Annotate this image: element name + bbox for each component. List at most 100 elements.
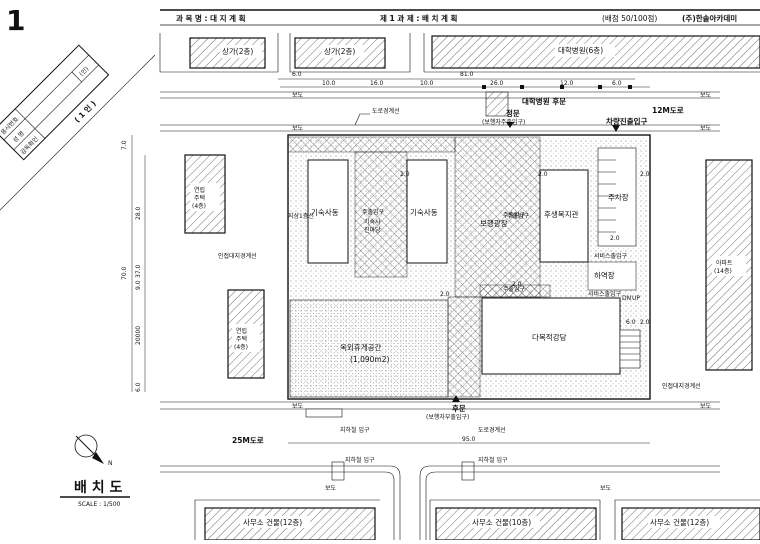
dim-inner-2c: 2.0 [512, 281, 522, 288]
subject-label: 과 목 명 : 대 지 계 획 [176, 13, 246, 23]
hospital-gate-label: 대학병원 후문 [522, 96, 566, 106]
hospital-label: 대학병원(6층) [558, 45, 603, 55]
dorm-1-label: 기숙사동 [311, 208, 339, 217]
hospital-building [431, 35, 760, 69]
dim-r-2a: 2.0 [640, 171, 650, 178]
dim-left-9: 9.0 [135, 280, 142, 290]
title-block: N 배 치 도 SCALE : 1/500 [60, 434, 130, 508]
sidewalk-label-bot-4: 보도 [600, 485, 612, 492]
dim-left-20: 20000 [135, 326, 142, 345]
top-dimensions: 6.0 81.0 10.0 16.0 10.0 26.0 12.0 6.0 [278, 71, 650, 89]
dim-left-6: 6.0 [135, 382, 142, 392]
north-arrow-icon [74, 434, 98, 458]
sidewalk-label-top-4: 보도 [700, 125, 712, 132]
subway-2-label: 지하철 입구 [345, 456, 375, 464]
bottom-offices: 사무소 건물(12층) 사무소 건물(10층) 사무소 건물(12층) [194, 499, 760, 541]
road-line-top-label: 도로경계선 [372, 107, 400, 115]
dim-top-81: 81.0 [460, 71, 474, 78]
loading-area [587, 261, 637, 291]
service-entrance-1: 서비스출입구 [594, 252, 628, 260]
sidewalk-label-top-1: 보도 [292, 92, 304, 99]
top-blocks: 상가(2층) 상가(2층) 대학병원(6층) [159, 33, 760, 73]
park-area: (1,090m2) [350, 355, 389, 364]
row-house-bot-l1: 연립 [236, 327, 247, 335]
vehicle-gate-label: 차량진출입구 [606, 116, 647, 126]
north-gate-label: 정문 [506, 108, 520, 118]
row-house-top-l1: 연립 [194, 186, 205, 194]
dim-top-6: 6.0 [292, 71, 302, 78]
row-house-top-l3: (4층) [192, 202, 206, 210]
row-house-bot-l2: 주택 [236, 336, 247, 343]
problem-number: 1 [6, 4, 25, 37]
dim-top-10b: 10.0 [420, 80, 434, 87]
drawing-scale: SCALE : 1/500 [78, 501, 121, 508]
dim-left-70: 70.0 [121, 266, 128, 280]
up-label: UP [632, 295, 640, 302]
entrance-c-label: 주출입구 [503, 285, 526, 293]
apartment-l1: 아파트 [716, 259, 733, 267]
parking-label: 주차장 [608, 192, 629, 202]
company-label: (주)한솔아카데미 [682, 13, 737, 23]
dorm-building-2 [406, 159, 448, 264]
row-house-bot-l3: (4층) [234, 343, 248, 351]
site: 기숙사동 지상1층선 주출입구 기숙사 진마당 기숙사동 2.0 보행광장 주출… [287, 134, 651, 421]
dim-r-6: 6.0 [626, 319, 636, 326]
outdoor-rest-area [289, 299, 449, 398]
dorm-yard-l1: 기숙사 [364, 218, 381, 226]
dim-left-28: 28.0 [135, 206, 142, 220]
sidewalk-label-bot-2: 보도 [700, 403, 712, 410]
subway-1-label: 지하철 입구 [340, 426, 370, 434]
dim-top-16: 16.0 [370, 80, 384, 87]
dim-bottom-95: 95.0 [462, 436, 476, 443]
dim-inner-2b: 2.0 [538, 171, 548, 178]
dim-left-37: 37.0 [135, 264, 142, 278]
gym-building [481, 297, 621, 375]
office-2-label: 사무소 건물(10층) [472, 517, 531, 527]
dim-inner-2d: 2.0 [440, 291, 450, 298]
parking-lot [597, 147, 637, 247]
drawing-title: 배 치 도 [74, 480, 123, 496]
road-12-label: 12M도로 [652, 106, 684, 115]
dn-label: DN [622, 295, 631, 302]
adj-right-label: 인접대지경계선 [662, 382, 701, 390]
ramp [619, 329, 641, 369]
site-boundary [287, 134, 651, 400]
adj-left-label: 인접대지경계선 [218, 252, 257, 260]
setback-label: 지상1층선 [288, 212, 314, 220]
exam-stamp: 1 응시번호 성 명 감독확인 (인) ( 1 인 ) [0, 4, 156, 211]
pedestrian-plaza [454, 136, 541, 298]
welfare-building [539, 169, 589, 263]
office-3-label: 사무소 건물(12층) [650, 517, 709, 527]
dim-top-6b: 6.0 [612, 80, 622, 87]
sidewalk-label-bot-1: 보도 [292, 403, 304, 410]
sidewalk-label-top-2: 보도 [700, 92, 712, 99]
dim-r-2c: 2.0 [640, 319, 650, 326]
top-sidewalk: 보도 보도 대학병원 후문 12M도로 보도 보도 도로경계선 정문 (보행자주… [160, 91, 720, 132]
apartment-l2: (14층) [714, 267, 732, 275]
row-house-top-l2: 주택 [194, 195, 205, 202]
plaza-label: 보행광장 [480, 218, 508, 228]
south-gate-sub: (보행자부출입구) [426, 413, 469, 421]
dim-r-2b: 2.0 [610, 235, 620, 242]
sidewalk-label-bot-3: 보도 [325, 485, 337, 492]
north-gate-sub: (보행자주출입구) [482, 118, 525, 126]
gym-label: 다목적강당 [532, 332, 567, 342]
loading-label: 하역장 [594, 270, 615, 280]
service-entrance-2: 서비스출입구 [588, 290, 622, 298]
road-line-bottom-label: 도로경계선 [478, 426, 506, 434]
shop-right-label: 상가(2층) [324, 46, 355, 56]
subway-3-label: 지하철 입구 [478, 456, 508, 464]
dim-inner-2a: 2.0 [400, 171, 410, 178]
north-label: N [108, 460, 113, 467]
header: 과 목 명 : 대 지 계 획 제 1 과 제 : 배 치 계 획 (배점 50… [160, 9, 760, 26]
sidewalk-label-top-3: 보도 [292, 125, 304, 132]
dorm-yard [354, 151, 408, 278]
dim-top-10a: 10.0 [322, 80, 336, 87]
south-gate-label: 후문 [452, 403, 466, 413]
left-neighbors: 7.0 70.0 28.0 37.0 9.0 20000 6.0 연립 주택 (… [121, 135, 265, 392]
dorm-yard-l2: 진마당 [364, 226, 381, 234]
road-25-label: 25M도로 [232, 436, 264, 445]
shop-left-label: 상가(2층) [222, 46, 253, 56]
office-1-label: 사무소 건물(12층) [243, 517, 302, 527]
